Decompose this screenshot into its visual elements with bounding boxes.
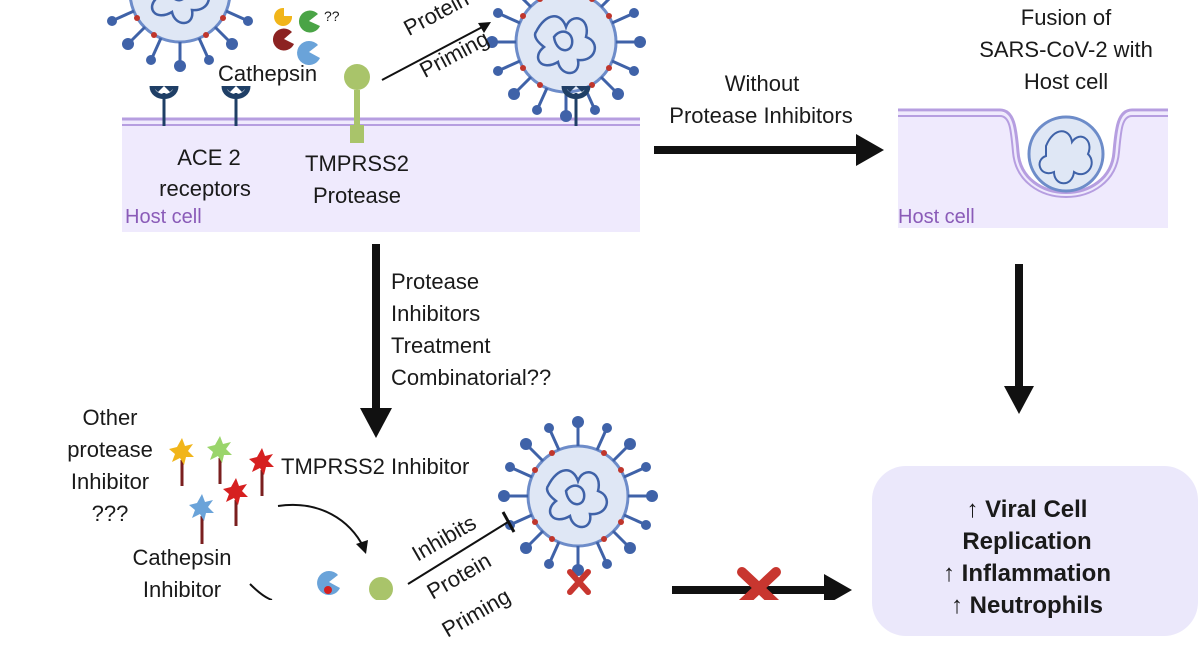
tmprss2-inhibitor-label: TMPRSS2 Inhibitor xyxy=(281,454,470,479)
other-protease-label-3: Inhibitor xyxy=(70,469,150,494)
cathepsin-enzyme-icon xyxy=(317,571,340,596)
fusion-label-2: SARS-CoV-2 with xyxy=(979,37,1153,62)
other-protease-label-2: protease xyxy=(67,437,153,462)
treatment-down-arrow xyxy=(360,244,392,438)
sars-cov-2-virus-icon xyxy=(496,414,660,578)
other-protease-label-4: ??? xyxy=(91,501,129,526)
inhibitor-molecule-icon xyxy=(169,436,274,544)
cathepsin-enzyme-icon xyxy=(272,7,320,66)
diagram-canvas xyxy=(98,0,1168,600)
fusion-label-3: Host cell xyxy=(1023,69,1109,94)
result-text: ↑ Viral Cell Replication ↑ Inflammation … xyxy=(872,494,1182,622)
inhibitor-path-arrow xyxy=(249,503,368,600)
fusion-down-arrow xyxy=(1004,264,1034,414)
host-cell-label: Host cell xyxy=(125,206,202,228)
without-label-2: Protease Inhibitors xyxy=(669,103,853,128)
other-protease-label-1: Other xyxy=(82,405,138,430)
without-inhibitors-arrow xyxy=(654,134,884,166)
cathepsin-label: Cathepsin xyxy=(218,61,318,86)
tmprss2-label-2: Protease xyxy=(312,183,402,208)
blocked-arrow xyxy=(672,567,852,600)
result-line-1: ↑ Viral Cell xyxy=(966,496,1088,523)
host-cell-top-left xyxy=(122,117,640,232)
ace2-label-1: ACE 2 xyxy=(177,145,241,170)
sars-cov-2-virus-icon xyxy=(484,0,648,124)
cathepsin-inhibitor-label-2: Inhibitor xyxy=(142,577,222,602)
host-cell-label: Host cell xyxy=(898,206,975,228)
tmprss2-protease-icon xyxy=(344,64,370,143)
without-label-1: Without xyxy=(724,71,800,96)
protein-priming-arrow xyxy=(381,22,491,81)
tmprss2-protease-icon xyxy=(369,577,393,600)
result-line-4: ↑ Neutrophils xyxy=(950,592,1103,619)
ace2-label-2: receptors xyxy=(159,176,251,201)
treatment-label-2: Inhibitors xyxy=(391,301,481,326)
block-x-icon xyxy=(567,569,591,595)
treatment-label-1: Protease xyxy=(391,269,480,294)
result-line-3: ↑ Inflammation xyxy=(942,560,1111,587)
inhibition-line xyxy=(407,511,516,585)
treatment-label-3: Treatment xyxy=(391,333,491,358)
result-line-2: Replication xyxy=(962,528,1092,555)
qmarks-label: ?? xyxy=(324,8,340,24)
fusion-label-1: Fusion of xyxy=(1020,5,1112,30)
tmprss2-label-1: TMPRSS2 xyxy=(305,151,409,176)
treatment-label-4: Combinatorial?? xyxy=(391,365,552,390)
cathepsin-inhibitor-label-1: Cathepsin xyxy=(132,545,232,570)
host-cell-top-right xyxy=(898,108,1168,228)
